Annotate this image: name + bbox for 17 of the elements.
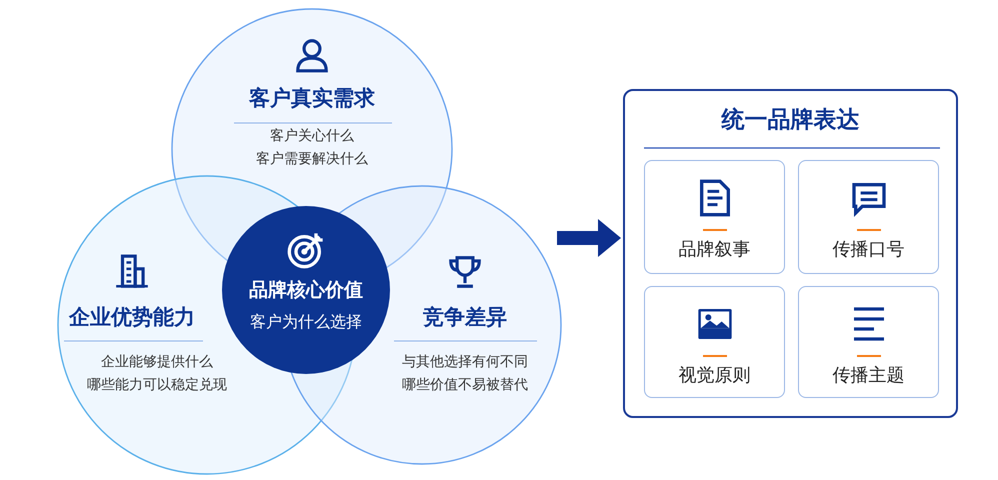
card-label: 传播口号 <box>832 238 904 262</box>
circle-description: 企业能够提供什么 <box>101 354 213 372</box>
card-label: 传播主题 <box>832 364 904 388</box>
card-label: 视觉原则 <box>678 364 750 388</box>
circle-heading: 企业优势能力 <box>69 304 195 330</box>
core-subtitle: 客户为什么选择 <box>250 312 362 332</box>
circle-description: 哪些价值不易被替代 <box>402 377 528 395</box>
card-label: 品牌叙事 <box>678 238 750 262</box>
core-heading: 品牌核心价值 <box>249 279 363 303</box>
arrow <box>557 219 621 257</box>
panel-title: 统一品牌表达 <box>722 106 860 134</box>
circle-heading: 客户真实需求 <box>249 84 375 112</box>
circle-heading: 竞争差异 <box>423 304 507 330</box>
circle-description: 哪些能力可以稳定兑现 <box>87 377 227 395</box>
circle-description: 与其他选择有何不同 <box>402 354 528 372</box>
circle-description: 客户关心什么 <box>270 128 354 146</box>
circle-description: 客户需要解决什么 <box>256 151 368 169</box>
